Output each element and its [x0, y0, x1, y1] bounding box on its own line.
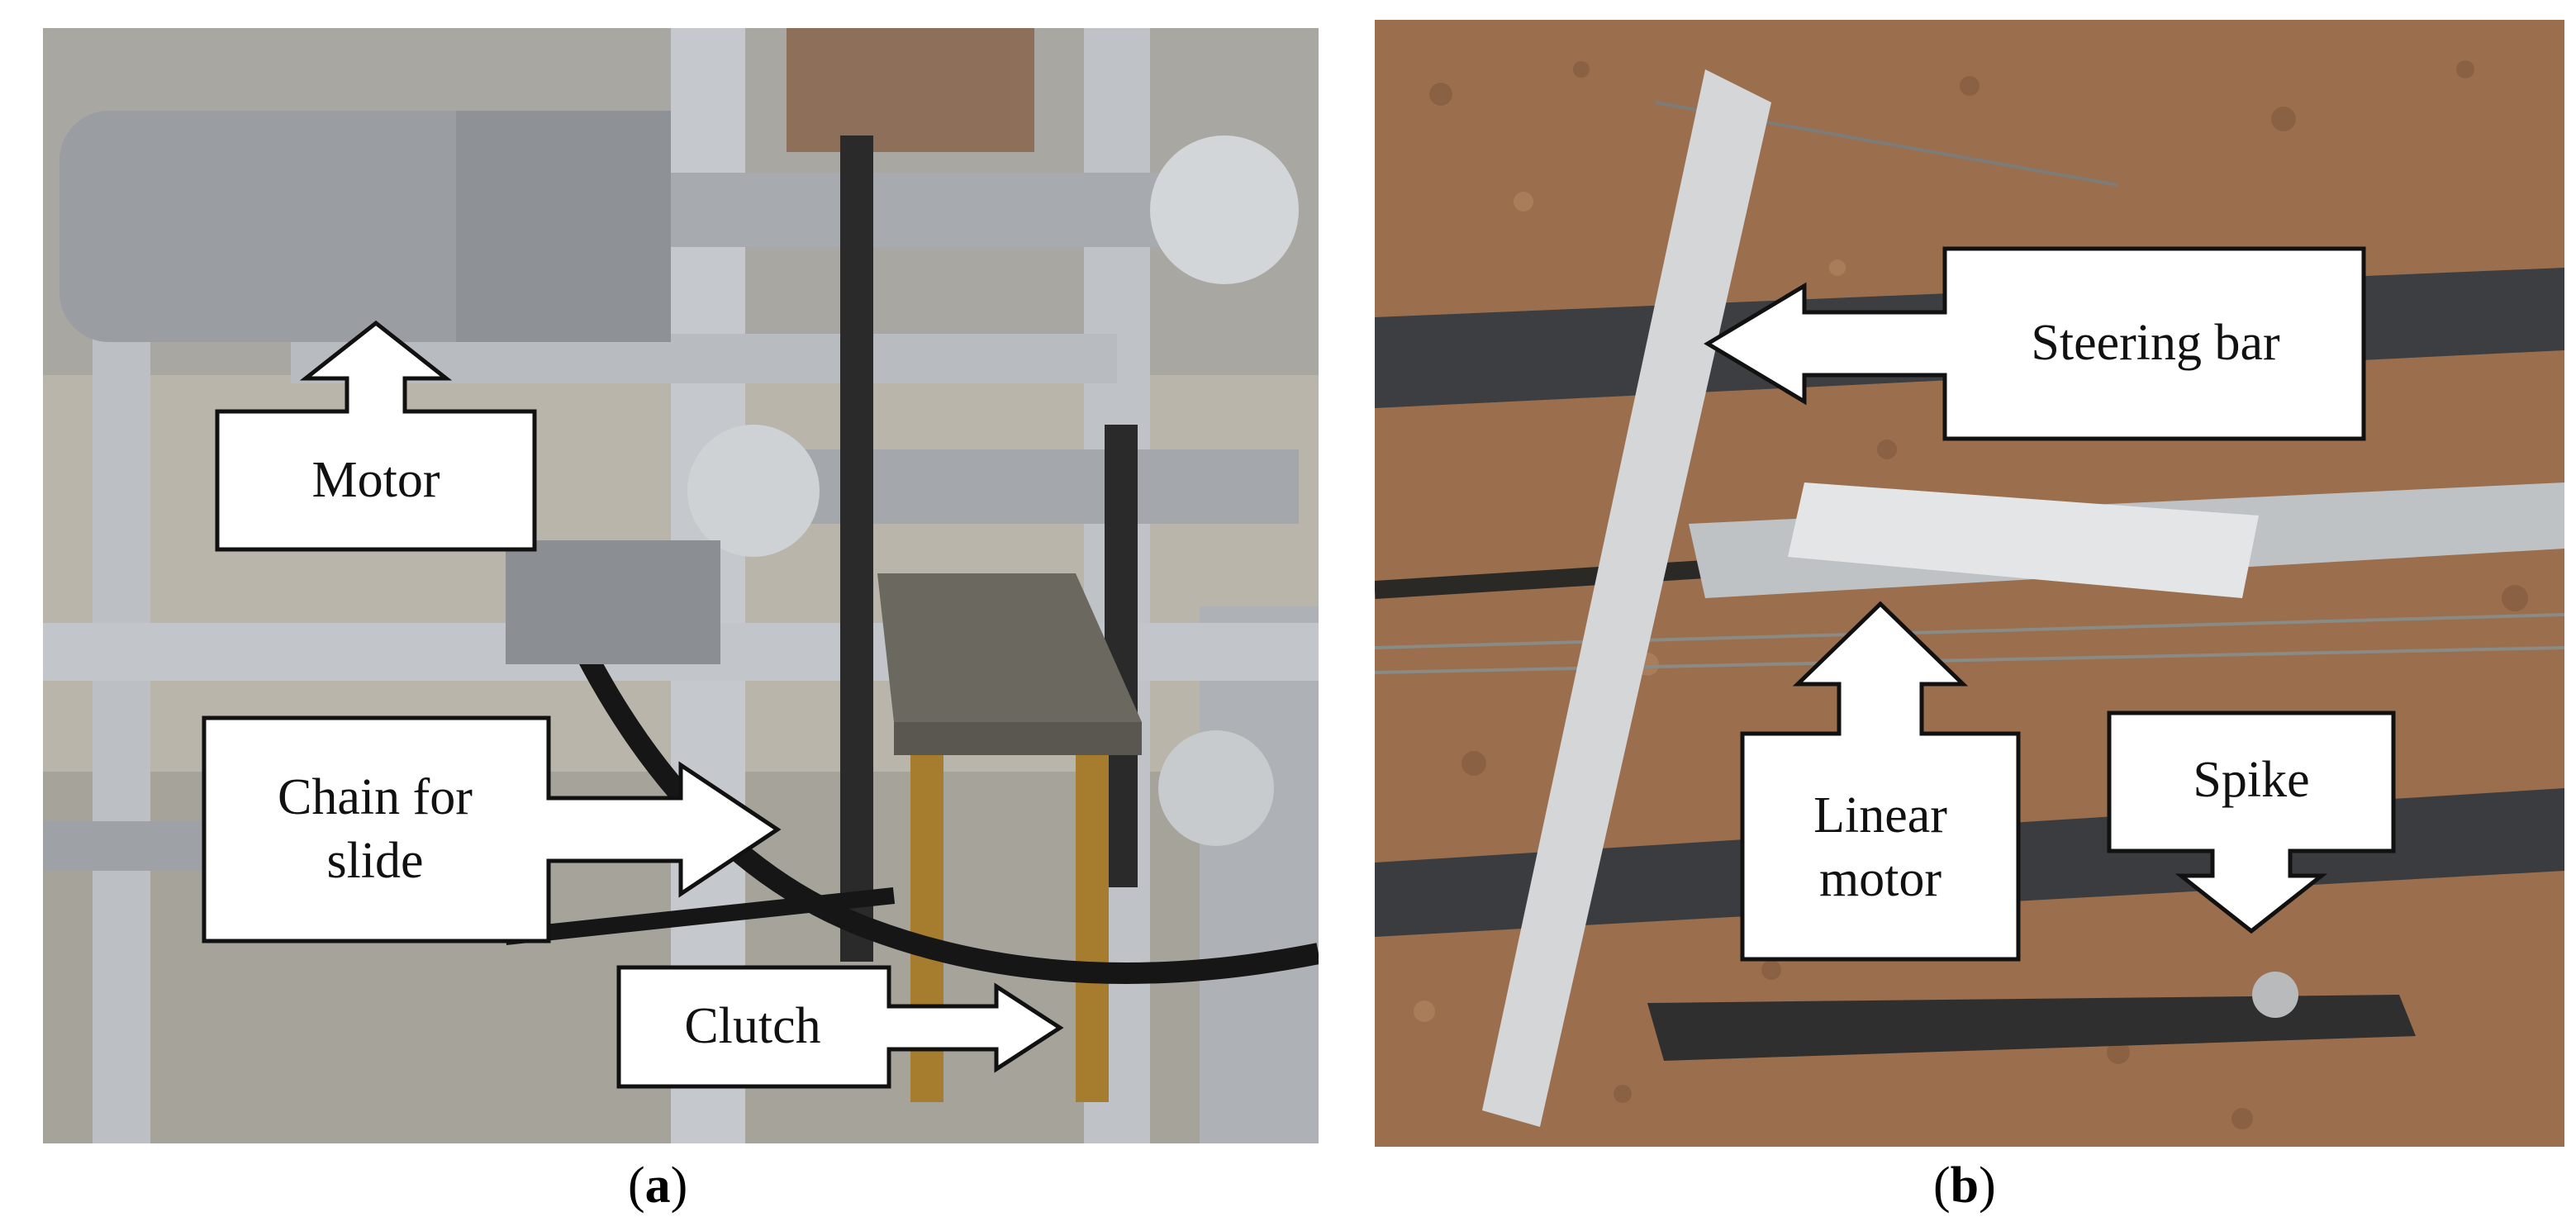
clutch-label: Clutch	[684, 998, 821, 1055]
chain-label: Chain for slide	[202, 715, 549, 943]
callout-steering-shape	[1704, 246, 2366, 441]
callout-clutch-shape	[616, 965, 1064, 1089]
callout-motor-shape	[215, 320, 537, 552]
spike-label: Spike	[2193, 752, 2310, 809]
linear-motor-label: Linear motor	[1740, 734, 2021, 962]
callout-spike: Spike	[2107, 711, 2396, 934]
callout-motor: Motor	[215, 320, 537, 552]
linear-label-line2: motor	[1818, 851, 1942, 907]
caption-b-letter: b	[1950, 1157, 1980, 1214]
callout-steering-bar: Steering bar	[1704, 246, 2366, 441]
linear-label-line1: Linear	[1813, 787, 1947, 844]
chain-label-line1: Chain for	[278, 768, 473, 825]
caption-a-letter: a	[644, 1157, 671, 1214]
photo-panel-b	[1375, 20, 2564, 1147]
callout-spike-shape	[2107, 711, 2396, 934]
steering-mechanism-photo	[1375, 20, 2564, 1147]
caption-panel-a: (a)	[628, 1157, 688, 1214]
callout-linear-motor: Linear motor	[1740, 601, 2021, 962]
callout-linear-shape	[1740, 601, 2021, 962]
chain-label-line2: slide	[326, 833, 424, 889]
callout-chain-shape	[202, 715, 782, 943]
caption-panel-b: (b)	[1933, 1157, 1996, 1214]
steering-bar-label: Steering bar	[2031, 315, 2280, 372]
callout-chain-for-slide: Chain for slide	[202, 715, 782, 943]
motor-label: Motor	[311, 452, 440, 509]
callout-clutch: Clutch	[616, 965, 1064, 1089]
